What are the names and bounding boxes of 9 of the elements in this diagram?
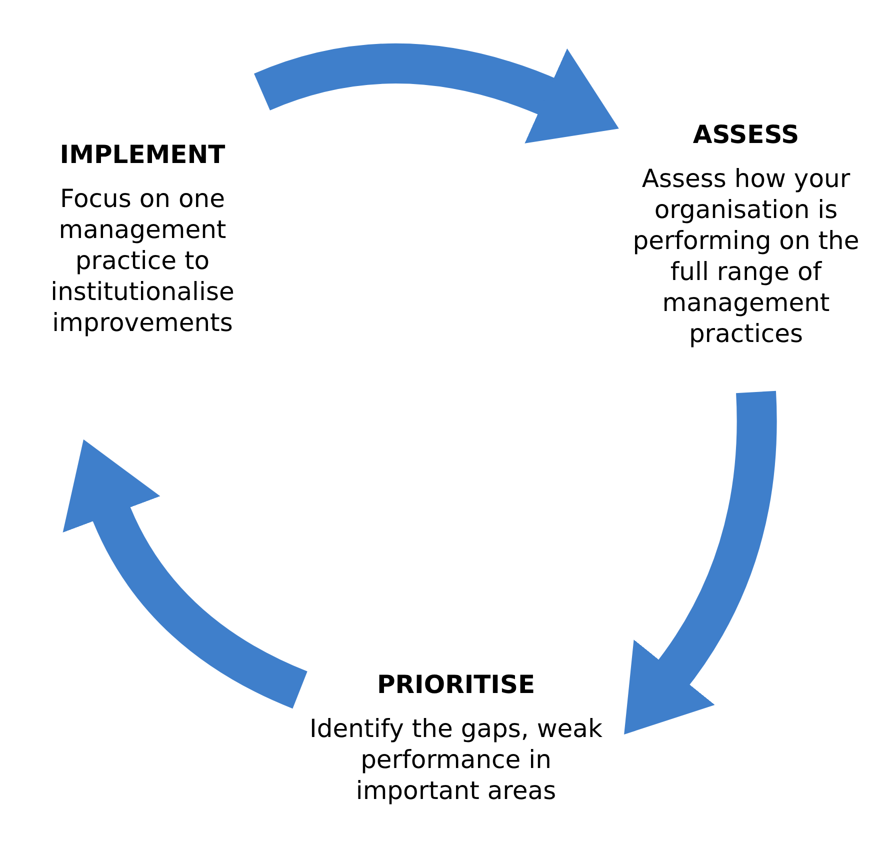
step-description: Identify the gaps, weak performance in important areas (308, 713, 604, 806)
step-heading: IMPLEMENT (60, 140, 226, 169)
curved-arrow (64, 440, 308, 708)
step-description: Assess how your organisation is performing on the full range of management practices (632, 163, 860, 349)
curved-arrow (626, 391, 777, 736)
curved-arrow (254, 44, 620, 144)
step-heading: PRIORITISE (376, 670, 536, 699)
step-heading: ASSESS (692, 120, 800, 149)
step-description: Focus on one management practice to institutionalise improvements (50, 183, 236, 338)
